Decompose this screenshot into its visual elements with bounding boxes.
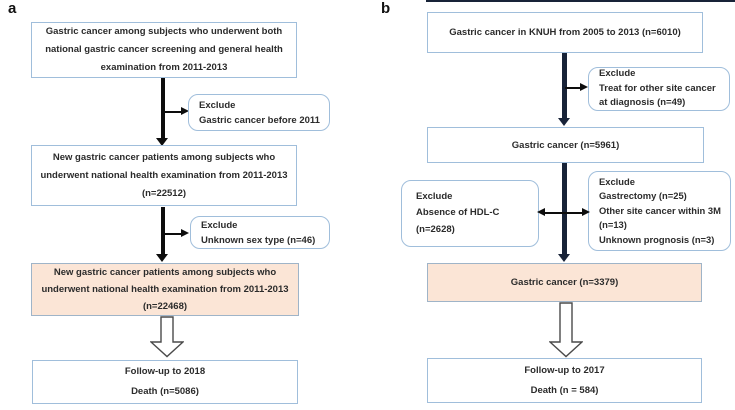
- arrow-a2-shaft: [161, 207, 165, 255]
- flow-box-a3-final-cohort-highlight: New gastric cancer patients among subjec…: [31, 263, 299, 316]
- exclude-text-line: at diagnosis (n=49): [599, 97, 686, 109]
- exclude-text-line: (n=13): [599, 219, 627, 231]
- hollow-arrow-down-icon: [549, 302, 583, 358]
- exclude-box-a2: Exclude Unknown sex type (n=46): [190, 216, 330, 249]
- panel-b-label: b: [381, 0, 391, 17]
- box-text-line: New gastric cancer patients among subjec…: [53, 267, 277, 278]
- exclude-text-line: Exclude: [416, 190, 453, 202]
- exclude-text-line: Unknown prognosis (n=3): [599, 233, 715, 245]
- box-text-line: Death (n=5086): [131, 386, 199, 397]
- double-arrow-right-head-icon: [582, 208, 590, 216]
- flow-box-a2-new-patients: New gastric cancer patients among subjec…: [31, 145, 297, 206]
- exclude-text-line: Exclude: [599, 175, 635, 187]
- box-text-line: Death (n = 584): [530, 384, 599, 396]
- branch-b1-head-icon: [580, 83, 588, 91]
- exclude-text-line: Gastrectomy (n=25): [599, 190, 687, 202]
- box-text-line: New gastric cancer patients among subjec…: [52, 151, 276, 163]
- exclude-text-line: Exclude: [199, 99, 236, 111]
- box-text-line: (n=22468): [142, 301, 188, 312]
- exclude-text-line: Other site cancer within 3M: [599, 204, 721, 216]
- exclude-text-line: Exclude: [201, 219, 238, 231]
- exclude-box-b2-hdlc: Exclude Absence of HDL-C (n=2628): [401, 180, 539, 247]
- arrow-a1-shaft: [161, 78, 165, 139]
- box-text-line: Gastric cancer (n=3379): [510, 277, 619, 288]
- flow-box-b1-knuh-cohort: Gastric cancer in KNUH from 2005 to 2013…: [427, 12, 703, 53]
- exclude-box-b3-surgery: Exclude Gastrectomy (n=25) Other site ca…: [588, 171, 731, 251]
- flow-box-b2-gastric-cancer: Gastric cancer (n=5961): [427, 127, 704, 163]
- arrow-b2-head-icon: [558, 254, 570, 262]
- double-arrow-left-head-icon: [537, 208, 545, 216]
- arrow-a2-head-icon: [156, 254, 168, 262]
- box-text-line: Follow-up to 2017: [524, 364, 605, 376]
- exclude-text-line: Absence of HDL-C: [416, 207, 500, 219]
- box-text-line: national gastric cancer screening and ge…: [45, 44, 283, 55]
- branch-a1-head-icon: [181, 107, 189, 115]
- figure-top-rule: [426, 0, 735, 2]
- branch-a1-line: [163, 111, 182, 113]
- flow-box-b4-followup: Follow-up to 2017 Death (n = 584): [427, 358, 702, 403]
- branch-a2-head-icon: [181, 229, 189, 237]
- double-arrow-line: [544, 212, 582, 214]
- branch-b1-line: [565, 87, 581, 89]
- hollow-arrow-down-icon: [150, 316, 184, 358]
- arrow-b1-head-icon: [558, 118, 570, 126]
- exclude-text-line: Gastric cancer before 2011: [199, 114, 320, 126]
- exclude-box-b1: Exclude Treat for other site cancer at d…: [588, 67, 730, 111]
- box-text-line: Gastric cancer among subjects who underw…: [45, 26, 283, 37]
- exclude-text-line: Exclude: [599, 68, 636, 80]
- exclude-box-a1: Exclude Gastric cancer before 2011: [188, 94, 330, 131]
- box-text-line: (n=22512): [141, 187, 187, 199]
- flow-box-b3-final-cohort-highlight: Gastric cancer (n=3379): [427, 263, 702, 302]
- box-text-line: Gastric cancer (n=5961): [511, 139, 620, 151]
- exclude-text-line: Unknown sex type (n=46): [201, 234, 316, 246]
- box-text-line: underwent national health examination fr…: [40, 169, 288, 181]
- branch-a2-line: [163, 233, 182, 235]
- box-text-line: Follow-up to 2018: [124, 366, 206, 377]
- exclude-text-line: (n=2628): [416, 223, 455, 235]
- flow-box-a4-followup: Follow-up to 2018 Death (n=5086): [32, 360, 298, 404]
- arrow-b2-shaft: [562, 163, 567, 255]
- box-text-line: Gastric cancer in KNUH from 2005 to 2013…: [449, 27, 681, 38]
- arrow-a1-head-icon: [156, 138, 168, 146]
- arrow-b1-shaft: [562, 53, 567, 119]
- panel-a-label: a: [8, 0, 17, 17]
- exclude-text-line: Treat for other site cancer: [599, 82, 716, 94]
- box-text-line: underwent national health examination fr…: [41, 284, 289, 295]
- flow-box-a1-screened-cohort: Gastric cancer among subjects who underw…: [31, 22, 297, 78]
- box-text-line: examination from 2011-2013: [100, 62, 228, 73]
